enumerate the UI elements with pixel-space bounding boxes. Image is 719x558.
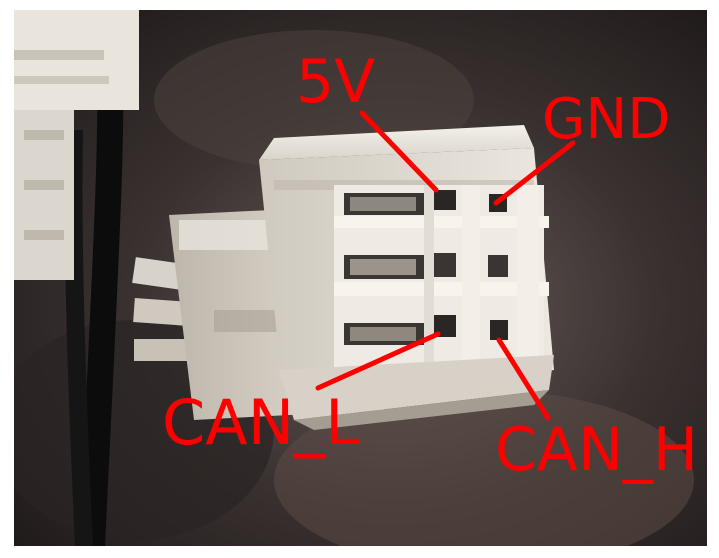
connector-photo: [14, 10, 707, 546]
label-gnd: GND: [542, 87, 671, 152]
label-5v: 5V: [296, 47, 376, 117]
label-can-h: CAN_H: [495, 415, 698, 485]
connector-photo-drawing: [14, 10, 707, 546]
blur-highlight: [274, 390, 694, 546]
label-can-l: CAN_L: [162, 386, 360, 459]
